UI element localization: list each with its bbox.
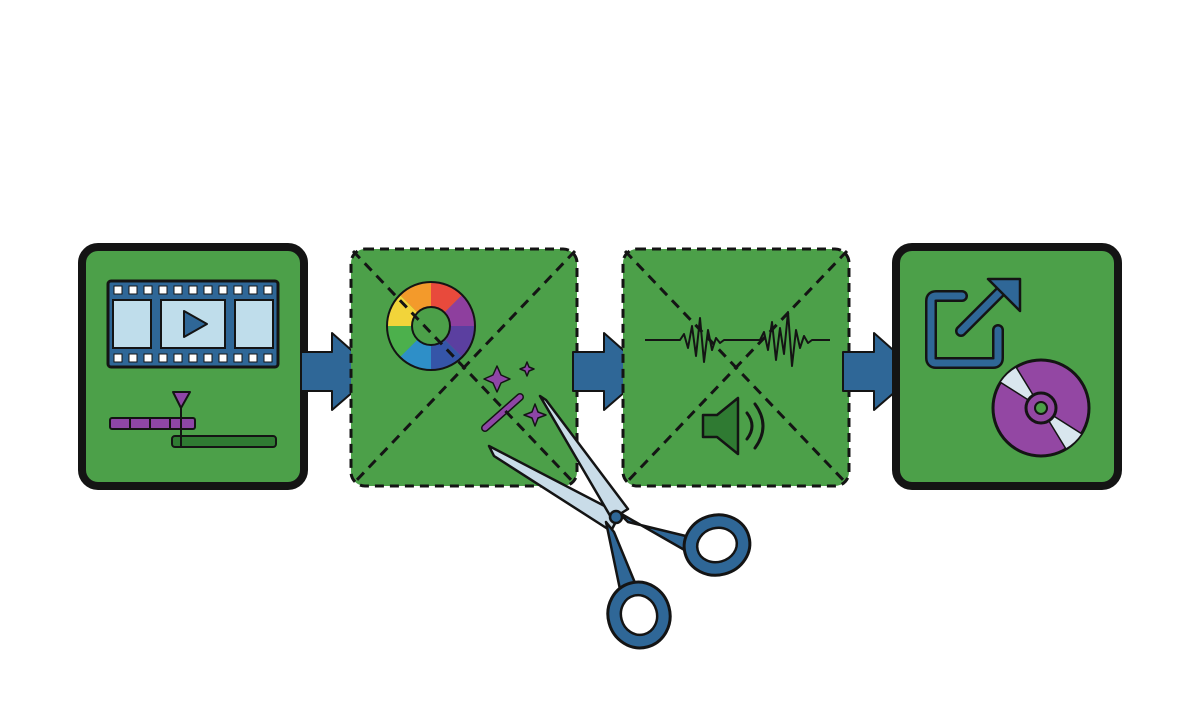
color-wheel-icon [386, 281, 476, 371]
waveform-icon [645, 311, 830, 367]
scissors-blade-right [538, 394, 630, 521]
cross-out-lines [351, 249, 577, 486]
disc-icon [991, 358, 1091, 458]
cross-out-lines-2 [623, 249, 849, 486]
export-icon [925, 277, 1022, 369]
scissors-pivot [608, 509, 624, 525]
scissors-shank-right [616, 510, 696, 554]
stage-color-effects [349, 247, 579, 488]
playhead-icon [172, 391, 191, 448]
play-icon [183, 310, 208, 338]
magic-wand-icon [481, 393, 524, 432]
stage-edit [78, 243, 308, 490]
timeline-icon [109, 417, 277, 448]
speaker-icon [701, 396, 765, 456]
stage-audio [621, 247, 851, 488]
scissors-blade-left [487, 444, 622, 533]
stage-export [892, 243, 1122, 490]
scissors-icon [487, 394, 752, 650]
sparkle-icon [483, 361, 547, 427]
